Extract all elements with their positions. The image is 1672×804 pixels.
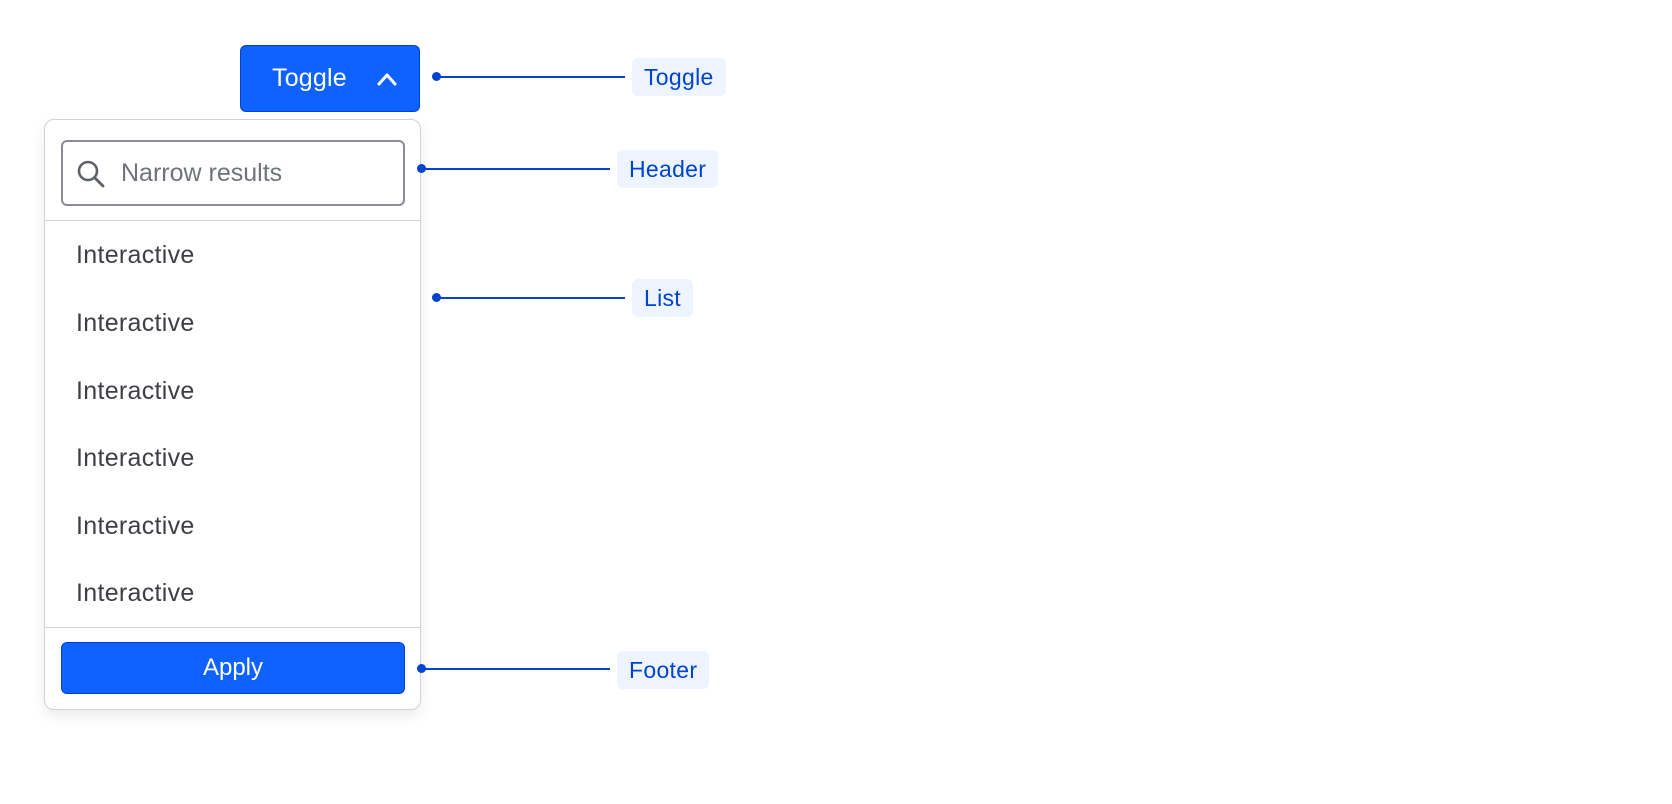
- callout-label-list: List: [632, 279, 693, 317]
- callout-line-header: [422, 168, 610, 170]
- menu-list: Interactive Interactive Interactive Inte…: [45, 221, 420, 627]
- search-input[interactable]: [121, 142, 391, 204]
- list-item[interactable]: Interactive: [45, 493, 420, 561]
- menu-footer: Apply: [45, 627, 420, 711]
- callout-label-toggle: Toggle: [632, 58, 726, 96]
- menu-header: [45, 120, 420, 221]
- list-item-label: Interactive: [76, 444, 195, 473]
- callout-dot-list: [432, 293, 441, 302]
- list-item[interactable]: Interactive: [45, 358, 420, 426]
- callout-dot-footer: [417, 664, 426, 673]
- list-item-label: Interactive: [76, 579, 195, 608]
- search-icon: [77, 160, 105, 188]
- list-item[interactable]: Interactive: [45, 560, 420, 628]
- callout-line-footer: [422, 668, 610, 670]
- list-item-label: Interactive: [76, 376, 195, 405]
- list-item-label: Interactive: [76, 511, 195, 540]
- list-item-label: Interactive: [76, 241, 195, 269]
- list-item-label: Interactive: [76, 309, 195, 338]
- dropdown-menu: Interactive Interactive Interactive Inte…: [44, 119, 421, 710]
- callout-line-list: [437, 297, 625, 299]
- chevron-up-icon: [377, 73, 397, 86]
- callout-dot-toggle: [432, 72, 441, 81]
- toggle-button-label: Toggle: [272, 64, 347, 92]
- list-item[interactable]: Interactive: [45, 221, 420, 290]
- list-item[interactable]: Interactive: [45, 425, 420, 493]
- search-box[interactable]: [61, 140, 405, 206]
- toggle-button[interactable]: Toggle: [240, 45, 420, 112]
- callout-label-header: Header: [617, 150, 719, 188]
- callout-dot-header: [417, 164, 426, 173]
- callout-line-toggle: [437, 76, 625, 78]
- list-item[interactable]: Interactive: [45, 290, 420, 358]
- apply-button[interactable]: Apply: [61, 642, 405, 694]
- callout-label-footer: Footer: [617, 651, 710, 689]
